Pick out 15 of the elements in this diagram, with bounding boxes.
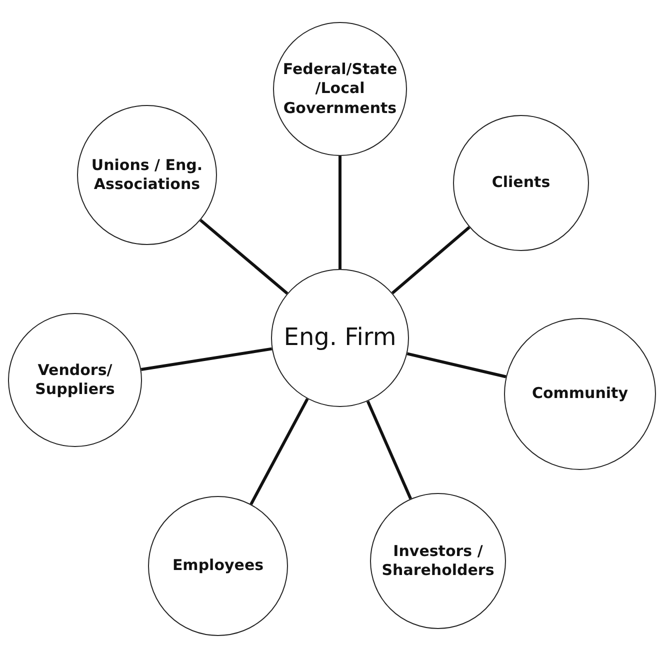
node-label: Employees [171,556,265,576]
connector-line [391,226,470,294]
connector-line [250,398,309,505]
connector-line [406,352,506,378]
node-label: Community [530,384,630,404]
connector-line [140,347,272,371]
node-label: Unions / Eng. Associations [90,156,204,194]
node-label: Federal/State /Local Governments [282,60,398,118]
connector-line [338,156,342,269]
node-label: Eng. Firm [282,322,398,354]
node-label: Vendors/ Suppliers [34,360,116,400]
node-label: Clients [490,173,552,193]
connector-line [200,219,288,295]
connector-line [366,400,412,500]
node-label: Investors / Shareholders [380,542,496,580]
